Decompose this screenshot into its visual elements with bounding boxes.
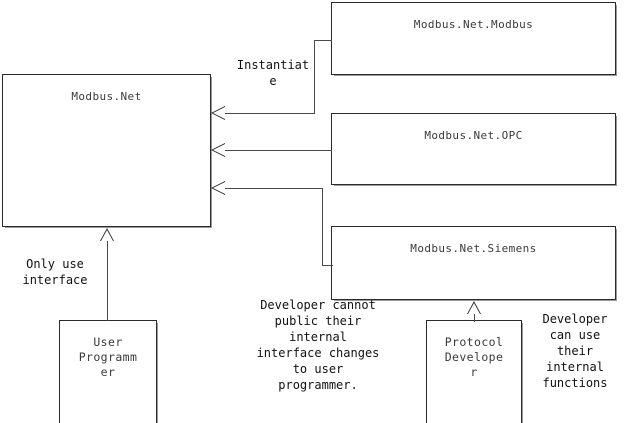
class-box-modbus-net-label: Modbus.Net	[71, 90, 142, 103]
class-box-modbus-net-modbus-label: Modbus.Net.Modbus	[413, 18, 534, 31]
note-developer-cannot-public: Developer cannot public their internal i…	[256, 298, 380, 392]
connector-siemens-segment-into-core	[225, 188, 323, 189]
note-developer-can-use-internal: Developer can use their internal functio…	[542, 312, 608, 390]
connector-opc-segment-into-core	[225, 150, 332, 151]
connector-siemens-segment-vertical	[322, 188, 323, 266]
connector-siemens-segment-top	[322, 265, 333, 266]
connector-protocol-developer-vertical	[474, 314, 475, 322]
connector-modbus-segment-vertical	[314, 40, 315, 114]
class-box-modbus-net-siemens[interactable]: Modbus.Net.Siemens	[331, 226, 616, 300]
class-box-modbus-net[interactable]: Modbus.Net	[2, 74, 211, 227]
class-box-protocol-developer-label: Protocol Develope r	[444, 335, 504, 379]
class-box-modbus-net-modbus[interactable]: Modbus.Net.Modbus	[331, 2, 616, 75]
class-box-protocol-developer[interactable]: Protocol Develope r	[426, 320, 522, 423]
class-box-user-programmer[interactable]: User Programm er	[59, 320, 157, 423]
connector-modbus-segment-top	[314, 40, 332, 41]
connector-modbus-segment-into-core	[225, 113, 315, 114]
class-box-modbus-net-opc[interactable]: Modbus.Net.OPC	[331, 113, 616, 185]
note-only-use-interface: Only use interface	[22, 257, 88, 287]
connector-user-programmer-vertical	[107, 241, 108, 321]
class-box-user-programmer-label: User Programm er	[78, 335, 138, 379]
note-instantiate: Instantiat e	[236, 58, 310, 88]
class-box-modbus-net-siemens-label: Modbus.Net.Siemens	[410, 242, 537, 255]
class-box-modbus-net-opc-label: Modbus.Net.OPC	[424, 129, 523, 142]
